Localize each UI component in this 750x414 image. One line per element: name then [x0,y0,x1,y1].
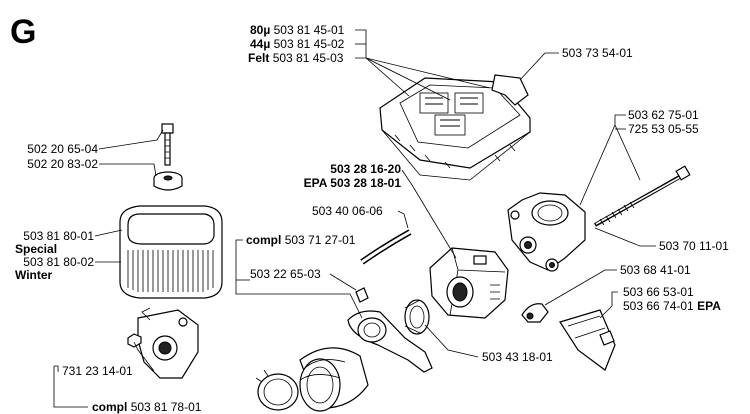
choke-lever [521,303,549,323]
cover-80-prefix: 80µ [250,23,271,37]
nut-part-number: 502 20 83-02 [27,157,98,171]
hose-part-number: 503 40 06-06 [312,204,383,218]
intake-tube [299,347,369,412]
base-compl-part-number: 503 81 78-01 [130,400,202,414]
bracket-part-number: 503 66 53-01 [623,285,694,299]
cover-clip [491,74,529,106]
bracket-epa-part-number: 503 66 74-01 [623,299,694,313]
filter-bolt [161,123,174,166]
carb-intake-ring [404,299,430,335]
flange-clamp [347,310,433,373]
filter-winter-part-number: 503 81 80-02 [23,255,94,269]
base-nut-part-number: 731 23 14-01 [62,364,133,378]
air-filter-cover [379,77,531,181]
bracket [559,309,616,371]
kit-compl-prefix: compl [246,233,282,247]
choke-part-number-a: 503 62 75-01 [628,108,699,122]
choke-housing [507,192,586,272]
carb-epa-label: EPA 503 28 18-01 [304,177,401,190]
base-compl-label: compl 503 81 78-01 [92,401,201,414]
section-letter: G [10,13,37,51]
cover-80-label: 80µ 503 81 45-01 [250,24,344,37]
kit-compl-label: compl 503 71 27-01 [246,234,355,247]
lever-part-number: 503 68 41-01 [620,263,691,277]
choke-rod-part-number: 503 70 11-01 [659,239,729,253]
cover-felt-prefix: Felt [248,51,270,65]
cover-80-part-number: 503 81 45-01 [273,23,345,37]
cover-felt-label: Felt 503 81 45-03 [248,52,343,65]
bracket-epa-suffix: EPA [697,299,721,313]
carb-part-number: 503 28 16-20 [330,162,401,176]
cover-44-label: 44µ 503 81 45-02 [250,38,344,51]
clamp-clip [355,287,369,303]
base-compl-prefix: compl [92,400,128,414]
carb-epa-prefix: EPA [303,176,327,190]
filter-winter-note: Winter [15,268,53,282]
cover-44-prefix: 44µ [250,37,271,51]
kit-compl-part-number: 503 71 27-01 [284,233,356,247]
cover-44-part-number: 503 81 45-02 [273,37,345,51]
cover-clip-part-number: 503 73 54-01 [562,46,633,60]
choke-rod [594,165,691,227]
filter-special-part-number: 503 81 80-01 [23,229,94,243]
kit-clamp-part-number: 503 22 65-03 [250,267,321,281]
hose [360,229,412,265]
filter-special-note: Special [15,242,58,256]
carb-epa-part-number: 503 28 18-01 [330,176,401,190]
air-filter-element [119,205,223,299]
base-nut [127,333,142,348]
hose-clamp-ring [255,369,299,411]
bracket-epa-label: 503 66 74-01 EPA [623,300,721,313]
choke-part-number-b: 725 53 05-55 [628,122,699,136]
leader-lines [53,29,656,408]
filter-base-bracket [137,307,199,379]
carburetor [429,247,509,319]
cover-felt-part-number: 503 81 45-03 [272,51,344,65]
bolt-part-number: 502 20 65-04 [27,142,98,156]
intake-ring-part-number: 503 43 18-01 [482,350,553,364]
filter-nut [153,171,183,191]
